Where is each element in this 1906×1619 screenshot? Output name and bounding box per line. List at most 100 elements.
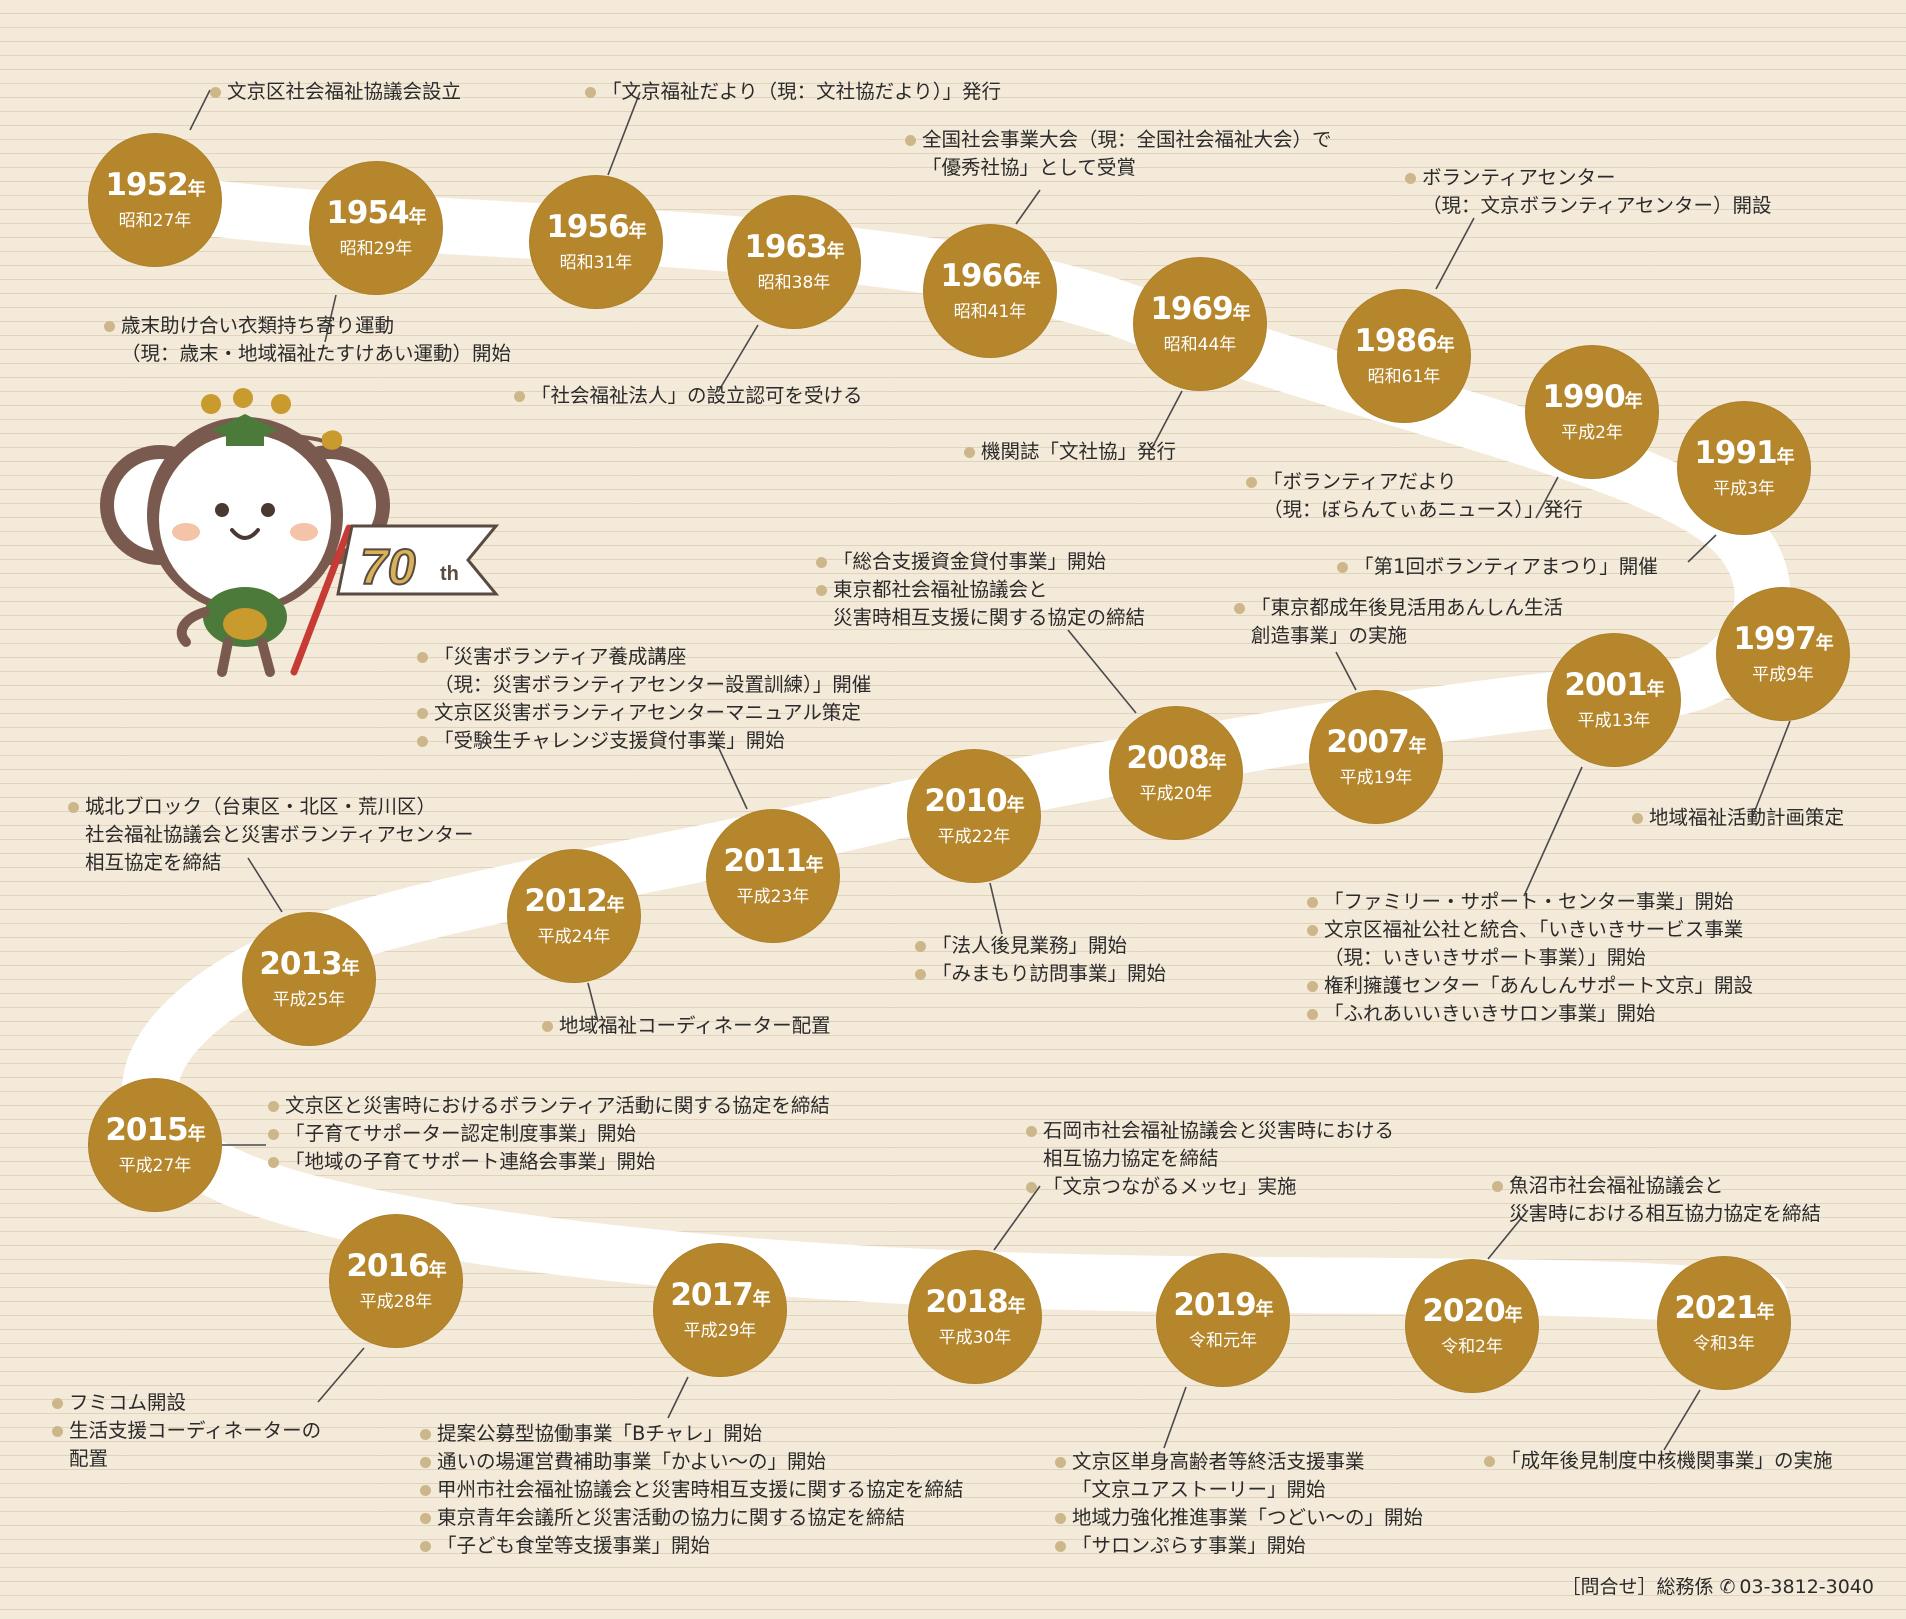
leader-line [1335, 651, 1357, 691]
event-item-continuation: 災害時における相互協力協定を締結 [1509, 1202, 1822, 1225]
year-node-2011: 2011年平成23年 [706, 809, 840, 943]
year-number: 2007 [1326, 724, 1409, 761]
year-label: 1963年 [744, 229, 844, 266]
event-block-1986: ボランティアセンター（現：文京ボランティアセンター）開設 [1403, 164, 1771, 220]
year-label: 1952年 [105, 167, 205, 204]
year-label: 2007年 [1326, 724, 1426, 761]
leader-line [324, 294, 337, 343]
year-number: 2001 [1564, 667, 1647, 704]
year-node-2015: 2015年平成27年 [88, 1078, 222, 1212]
year-label: 2008年 [1126, 740, 1227, 777]
event-item: 東京青年会議所と災害活動の協力に関する協定を締結 [418, 1504, 964, 1532]
year-suffix: 年 [1006, 795, 1025, 817]
event-item: 「ふれあいいきいきサロン事業」開始 [1305, 1000, 1753, 1028]
event-item: 生活支援コーディネーターの [50, 1417, 321, 1445]
year-label: 1991年 [1694, 435, 1795, 472]
event-block-2019: 文京区単身高齢者等終活支援事業「文京ユアストーリー」開始地域力強化推進事業「つど… [1053, 1448, 1423, 1560]
event-item: 文京区福祉公社と統合、「いきいきサービス事業 [1305, 916, 1753, 944]
year-label: 2013年 [259, 948, 359, 981]
event-block-1991: 「第1回ボランティアまつり」開催 [1335, 553, 1658, 581]
event-item: 「総合支援資金貸付事業」開始 [814, 548, 1145, 576]
year-number: 1991 [1694, 435, 1777, 472]
event-item: 「第1回ボランティアまつり」開催 [1335, 553, 1658, 581]
event-item: 「サロンぷらす事業」開始 [1053, 1532, 1423, 1560]
leader-line [1687, 534, 1717, 563]
event-block-2016: フミコム開設生活支援コーディネーターの配置 [50, 1389, 321, 1473]
leader-line [993, 1185, 1041, 1251]
year-suffix: 年 [1776, 447, 1795, 469]
year-node-1954: 1954年昭和29年 [309, 161, 443, 295]
event-item: 「文京つながるメッセ」実施 [1024, 1173, 1394, 1201]
year-number: 2019 [1173, 1287, 1256, 1324]
leader-line [1487, 1209, 1529, 1260]
year-suffix: 年 [1624, 391, 1643, 413]
event-item-continuation: 相互協定を締結 [85, 851, 222, 874]
event-item-continuation: 「優秀社協」として受賞 [922, 156, 1136, 179]
year-node-1990: 1990年平成2年 [1525, 345, 1659, 479]
era-label: 平成27年 [118, 1155, 192, 1176]
year-node-2019: 2019年令和元年 [1156, 1253, 1290, 1387]
event-block-2015: 文京区と災害時におけるボランティア活動に関する協定を締結「子育てサポーター認定制… [266, 1092, 830, 1176]
year-node-1956: 1956年昭和31年 [529, 175, 663, 309]
era-label: 昭和38年 [757, 272, 831, 293]
event-block-2001: 「ファミリー・サポート・センター事業」開始文京区福祉公社と統合、「いきいきサービ… [1305, 888, 1753, 1028]
leader-line [717, 324, 759, 393]
year-node-2013: 2013年平成25年 [242, 912, 376, 1046]
event-block-2007: 「東京都成年後見活用あんしん生活創造事業」の実施 [1232, 594, 1563, 650]
year-number: 2008 [1126, 740, 1209, 777]
event-item-continuation: 配置 [69, 1447, 109, 1470]
year-number: 1963 [744, 229, 827, 266]
leader-line [607, 91, 641, 176]
year-label: 2015年 [105, 1114, 205, 1147]
event-block-2017: 提案公募型協働事業「Bチャレ」開始通いの場運営費補助事業「かよい〜の」開始甲州市… [418, 1420, 964, 1560]
year-number: 1954 [326, 195, 409, 232]
event-item-continuation: 災害時相互支援に関する協定の締結 [833, 606, 1146, 629]
era-label: 令和元年 [1189, 1330, 1257, 1351]
event-item: フミコム開設 [50, 1389, 321, 1417]
year-number: 1997 [1733, 621, 1816, 658]
event-item: 魚沼市社会福祉協議会と [1490, 1172, 1821, 1200]
year-node-1997: 1997年平成9年 [1716, 587, 1850, 721]
year-number: 1952 [105, 167, 188, 204]
era-label: 昭和61年 [1367, 366, 1441, 387]
event-item: 「受験生チャレンジ支援貸付事業」開始 [415, 727, 871, 755]
year-label: 2017年 [670, 1277, 770, 1314]
year-number: 2017 [670, 1277, 753, 1314]
year-label: 1956年 [546, 211, 646, 244]
year-suffix: 年 [1255, 1299, 1274, 1321]
event-item: 「文京福祉だより（現：文社協だより）」発行 [583, 78, 1001, 106]
year-label: 1990年 [1542, 381, 1643, 414]
event-item: 文京区と災害時におけるボランティア活動に関する協定を締結 [266, 1092, 830, 1120]
contact-phone[interactable]: 03-3812-3040 [1739, 1576, 1874, 1598]
year-node-1966: 1966年昭和41年 [923, 224, 1057, 358]
year-node-1963: 1963年昭和38年 [727, 195, 861, 329]
year-node-1952: 1952年昭和27年 [88, 133, 222, 267]
leader-line [189, 89, 211, 131]
year-suffix: 年 [1504, 1305, 1523, 1327]
era-label: 平成24年 [537, 926, 611, 947]
era-label: 令和2年 [1441, 1336, 1503, 1357]
event-block-1969: 機関誌「文社協」発行 [962, 438, 1176, 466]
leader-line [667, 1376, 689, 1419]
event-block-1966: 全国社会事業大会（現：全国社会福祉大会）で「優秀社協」として受賞 [903, 126, 1332, 182]
year-node-2021: 2021年令和3年 [1657, 1256, 1791, 1390]
era-label: 平成25年 [272, 989, 346, 1010]
era-label: 昭和41年 [953, 301, 1027, 322]
mascot-character [100, 388, 390, 677]
year-suffix: 年 [408, 207, 427, 229]
year-suffix: 年 [1756, 1302, 1775, 1324]
event-item: 機関誌「文社協」発行 [962, 438, 1176, 466]
year-number: 1966 [940, 258, 1023, 295]
contact-info: ［問合せ］総務係✆03-3812-3040 [1561, 1572, 1874, 1599]
year-label: 2018年 [925, 1286, 1025, 1319]
year-node-1986: 1986年昭和61年 [1337, 289, 1471, 423]
year-label: 2010年 [924, 785, 1025, 818]
year-number: 2021 [1674, 1290, 1757, 1327]
event-item-continuation: （現：いきいきサポート事業）」開始 [1324, 946, 1646, 969]
event-item: 「法人後見業務」開始 [913, 932, 1166, 960]
event-block-2021: 「成年後見制度中核機関事業」の実施 [1482, 1447, 1833, 1475]
year-suffix: 年 [1208, 752, 1227, 774]
year-suffix: 年 [805, 855, 824, 877]
event-item: 石岡市社会福祉協議会と災害時における [1024, 1117, 1394, 1145]
era-label: 平成20年 [1139, 783, 1213, 804]
